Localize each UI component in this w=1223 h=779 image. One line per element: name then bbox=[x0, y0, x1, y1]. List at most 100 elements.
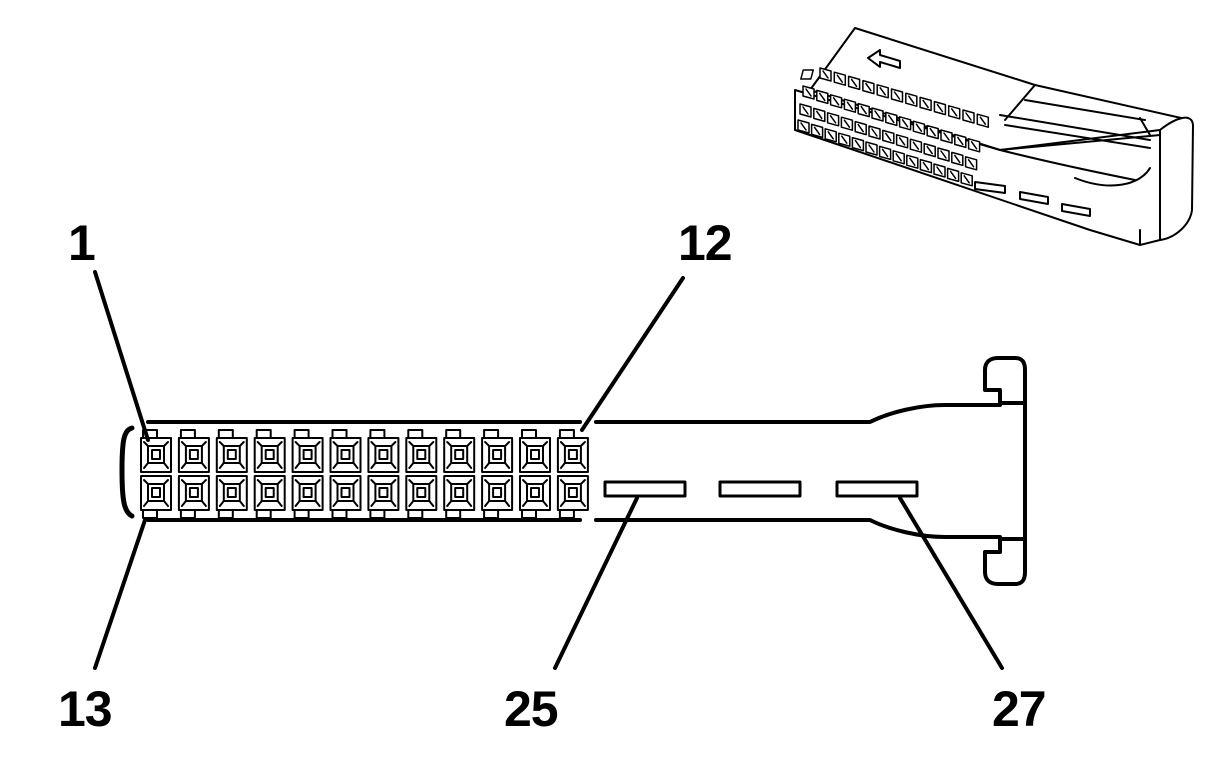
terminal-cavity bbox=[481, 475, 514, 519]
inset-cavity-mark bbox=[912, 141, 920, 150]
inset-cavity-mark bbox=[967, 159, 975, 168]
inset-cavity-mark bbox=[936, 166, 943, 175]
inset-cavity-mark bbox=[836, 74, 844, 83]
inset-cavity-mark bbox=[893, 91, 901, 100]
terminal-cavity bbox=[556, 475, 589, 519]
inset-cavity-mark bbox=[841, 135, 848, 144]
inset-cavity-mark bbox=[857, 123, 864, 133]
inset-cavity-mark bbox=[843, 119, 851, 128]
terminal-cavity bbox=[367, 475, 400, 519]
terminal-cavity bbox=[140, 429, 172, 473]
inset-cavity-mark bbox=[943, 132, 950, 141]
inset-cavity-mark bbox=[881, 148, 889, 158]
connector-face-view bbox=[119, 356, 1027, 586]
inset-cavity-mark bbox=[802, 106, 809, 115]
slot-terminal-27 bbox=[835, 480, 919, 498]
leader-line-13 bbox=[93, 518, 147, 670]
inset-cavity-mark bbox=[888, 114, 895, 124]
connector-body-bottom-extension bbox=[594, 518, 1002, 539]
inset-cavity-mark bbox=[822, 70, 829, 79]
connector-left-bracket bbox=[119, 425, 135, 519]
pin-label-12: 12 bbox=[678, 215, 733, 271]
inset-cavity-mark bbox=[829, 115, 837, 124]
inset-cavity-mark bbox=[879, 87, 886, 96]
inset-cavity-mark bbox=[813, 126, 821, 136]
terminal-cavity bbox=[556, 429, 589, 473]
inset-cavity-mark bbox=[827, 131, 834, 140]
inset-cavity-mark bbox=[819, 92, 826, 102]
leader-line-25 bbox=[553, 496, 639, 670]
inset-cavity-mark bbox=[965, 112, 972, 121]
terminal-cavity bbox=[519, 429, 551, 473]
pin-label-1: 1 bbox=[68, 215, 96, 271]
inset-cavity-mark bbox=[926, 145, 933, 155]
inset-cavity-mark bbox=[949, 170, 957, 180]
inset-cavity-mark bbox=[832, 97, 840, 106]
inset-cavity-mark bbox=[860, 105, 867, 115]
terminal-cavity bbox=[405, 475, 438, 519]
inset-cavity-mark bbox=[885, 132, 892, 142]
inset-cavity-mark bbox=[979, 116, 987, 125]
inset-cavity-mark bbox=[909, 157, 916, 166]
terminal-cavity-grid bbox=[140, 429, 589, 519]
inset-cavity-row-top bbox=[800, 69, 815, 80]
connector-end-cap bbox=[998, 401, 1027, 541]
terminal-cavity bbox=[253, 475, 286, 519]
connector-bottom-hook bbox=[983, 537, 1027, 586]
leader-line-12 bbox=[580, 276, 685, 432]
terminal-cavity bbox=[140, 475, 172, 519]
inset-cavity-mark bbox=[957, 136, 964, 146]
leader-lines bbox=[93, 270, 1004, 670]
inset-cavity-mark bbox=[871, 128, 878, 137]
slot-terminal-26 bbox=[718, 480, 802, 498]
connector-isometric-inset bbox=[794, 27, 1194, 246]
slot-terminal-25 bbox=[603, 480, 687, 498]
terminal-cavity bbox=[177, 475, 210, 519]
connector-body-top-extension bbox=[594, 403, 1002, 424]
inset-cavity-mark bbox=[816, 110, 823, 120]
pin-label-25: 25 bbox=[504, 681, 559, 737]
inset-cavity-mark bbox=[954, 154, 961, 164]
inset-cavity-mark bbox=[898, 137, 906, 146]
inset-cavity-mark bbox=[854, 139, 862, 149]
inset-cavity-mark bbox=[874, 110, 881, 119]
terminal-cavity bbox=[519, 475, 551, 519]
inset-cavity-mark bbox=[963, 175, 970, 184]
inset-cavity-mark bbox=[895, 153, 902, 162]
inset-cavity-mark bbox=[805, 88, 812, 97]
pin-label-27: 27 bbox=[992, 681, 1047, 737]
terminal-cavity bbox=[443, 475, 476, 519]
inset-cavity-mark bbox=[908, 95, 915, 104]
terminal-cavity bbox=[215, 475, 248, 519]
inset-cavity-mark bbox=[868, 144, 875, 153]
pin-label-13: 13 bbox=[58, 681, 113, 737]
inset-cavity-mark bbox=[950, 108, 958, 117]
terminal-cavity bbox=[481, 429, 514, 473]
leader-line-27 bbox=[898, 496, 1004, 670]
terminal-cavity bbox=[215, 429, 248, 473]
terminal-cavity bbox=[291, 429, 324, 473]
inset-cavity-mark bbox=[936, 103, 944, 113]
terminal-cavity bbox=[291, 475, 324, 519]
inset-cavity-grid bbox=[797, 67, 990, 187]
terminal-cavity bbox=[253, 429, 286, 473]
inset-cavity-mark bbox=[850, 78, 858, 88]
terminal-cavity bbox=[367, 429, 400, 473]
terminal-cavity bbox=[329, 475, 362, 519]
inset-cavity-mark bbox=[846, 101, 854, 110]
inset-cavity-mark bbox=[922, 161, 930, 171]
leader-line-1 bbox=[93, 270, 150, 442]
inset-cavity-mark bbox=[901, 119, 909, 128]
terminal-cavity bbox=[443, 429, 476, 473]
terminal-cavity bbox=[177, 429, 210, 473]
connector-top-hook bbox=[983, 356, 1027, 405]
inset-cavity-mark bbox=[922, 99, 929, 109]
inset-cavity-mark bbox=[940, 150, 947, 159]
terminal-cavity bbox=[329, 429, 362, 473]
inset-cavity-mark bbox=[970, 141, 978, 150]
inset-cavity-mark bbox=[865, 82, 872, 92]
terminal-cavity bbox=[405, 429, 438, 473]
inset-cavity-mark bbox=[915, 123, 923, 132]
